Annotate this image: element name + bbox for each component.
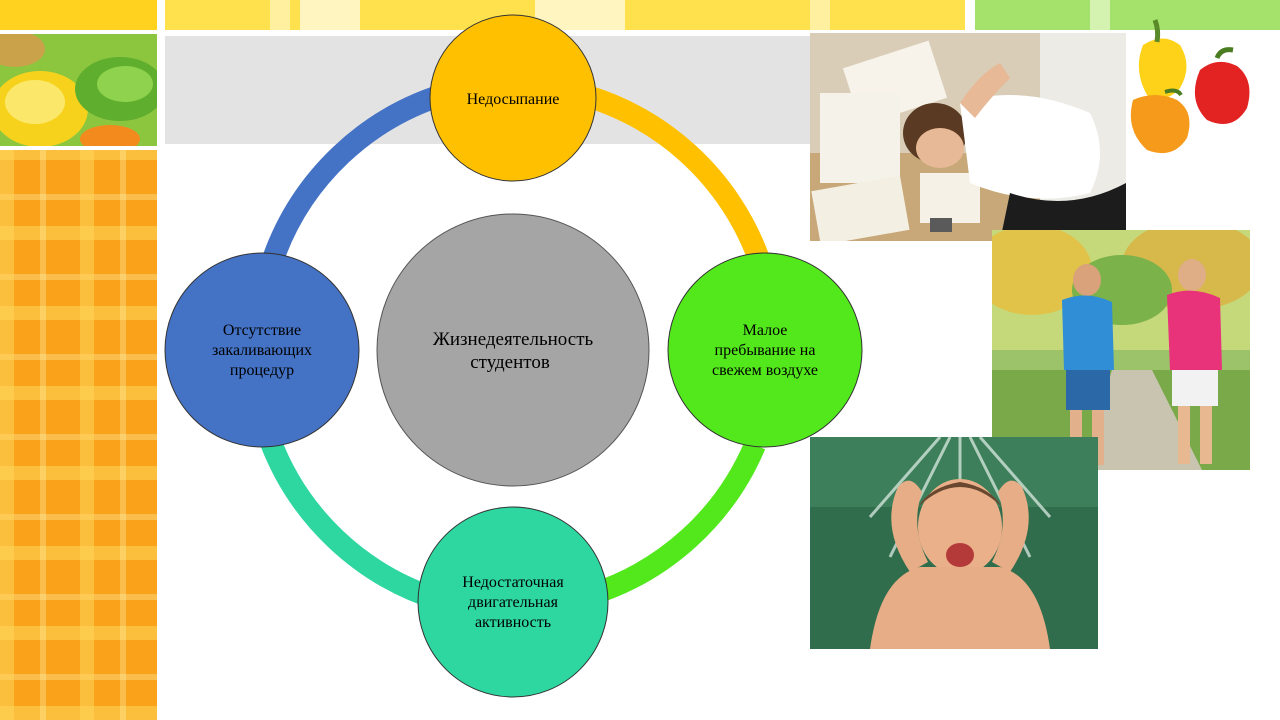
band-segment xyxy=(975,0,1280,30)
left-node-label-line3: процедур xyxy=(230,362,294,379)
photo-women-walking xyxy=(992,230,1250,470)
bottom-node-label-line1: Недостаточная xyxy=(462,574,564,591)
photo-boy-shower xyxy=(810,437,1098,649)
women-walking-illustration xyxy=(992,230,1250,470)
right-node xyxy=(667,252,863,448)
center-node xyxy=(376,213,650,487)
left-node xyxy=(164,252,360,448)
ring-arc-bottom-left xyxy=(259,436,444,611)
ring-arc-top-right xyxy=(569,81,771,266)
fruit-illustration xyxy=(0,34,157,146)
bottom-node xyxy=(417,506,609,698)
center-label-line1: Жизнедеятельность xyxy=(433,329,594,350)
ring-arc-left-top xyxy=(261,81,455,266)
band-segment xyxy=(810,0,830,30)
band-segment xyxy=(1090,0,1110,30)
right-node-label-line3: свежем воздухе xyxy=(712,362,818,379)
left-node-label-line1: Отсутствие xyxy=(223,322,301,339)
ring-arc-right-bottom xyxy=(586,440,766,606)
plaid-sidebar xyxy=(0,150,157,720)
bottom-node-label-line3: активность xyxy=(475,614,551,631)
photo-student-sleeping xyxy=(810,33,1126,241)
center-label-line2: студентов xyxy=(470,352,550,373)
pepper-image xyxy=(1125,0,1280,160)
fruit-image xyxy=(0,34,157,146)
band-segment xyxy=(300,0,360,30)
bottom-node-label-line2: двигательная xyxy=(468,594,559,611)
band-segment xyxy=(270,0,290,30)
left-node-label-line2: закаливающих xyxy=(212,342,312,359)
top-node xyxy=(429,14,597,182)
band-segment xyxy=(0,0,157,30)
right-node-label-line2: пребывание на xyxy=(715,342,816,359)
top-node-label: Недосыпание xyxy=(467,91,560,108)
boy-shower-illustration xyxy=(810,437,1098,649)
peppers-illustration xyxy=(1125,19,1280,160)
top-decorative-band xyxy=(0,0,1280,30)
student-sleeping-illustration xyxy=(810,33,1126,241)
right-node-label-line1: Малое xyxy=(743,322,788,339)
